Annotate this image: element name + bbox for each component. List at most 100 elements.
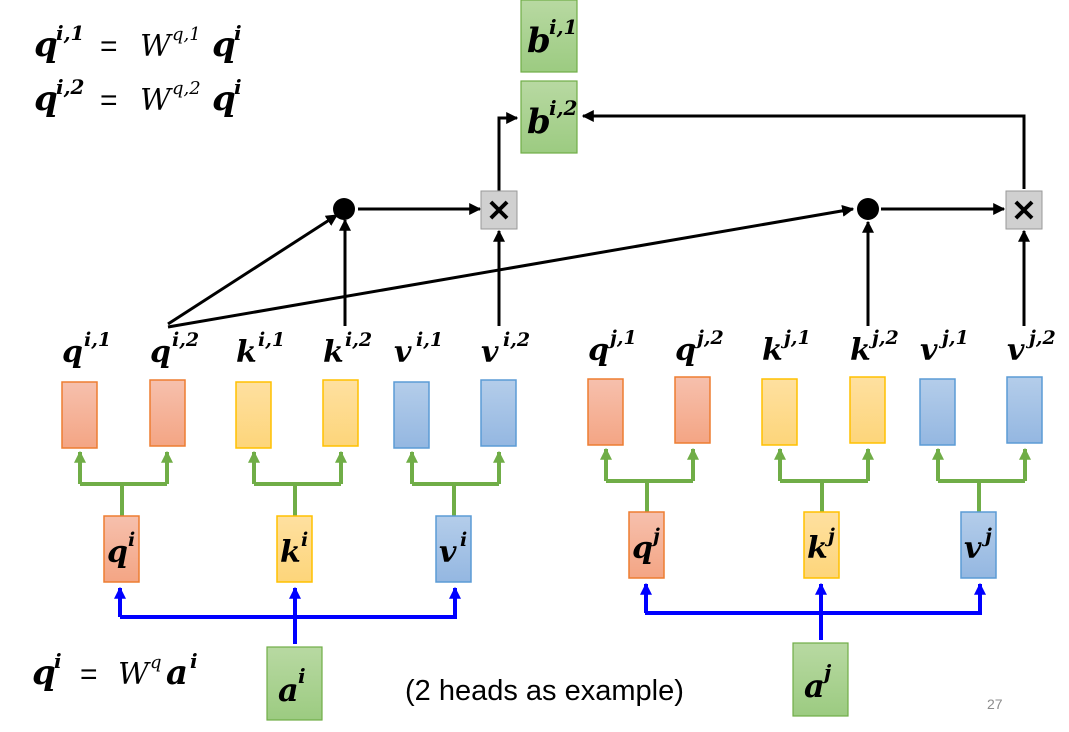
head-vector-box	[674, 376, 711, 444]
head-label-base: q	[675, 333, 696, 368]
eq3-lhs-sup: i	[54, 649, 62, 673]
arrow-q-to-dot1	[167, 213, 339, 326]
head-label-base: v	[1007, 333, 1025, 368]
input-sup: i	[298, 664, 306, 688]
equation-q-i1: q i,1 = W q,1 q i	[34, 21, 242, 65]
split-connections	[74, 447, 1031, 516]
head-vector-box	[1006, 376, 1043, 444]
head-label-sup: i,1	[416, 329, 443, 351]
eq1-lhs: q	[34, 25, 58, 65]
multiply-icon: ✕	[486, 195, 511, 228]
vector-base: k	[280, 535, 301, 570]
head-label-sup: i,2	[345, 329, 372, 351]
dot-product-node-1	[333, 198, 355, 220]
input-base: a	[278, 671, 299, 709]
head-vector-box	[849, 376, 886, 444]
head-label-base: k	[762, 333, 783, 368]
head-label-sup: j,2	[1025, 327, 1056, 349]
head-vector-box	[322, 379, 359, 447]
output-box	[520, 80, 578, 154]
head-label-base: k	[323, 335, 344, 370]
output-base: b	[527, 102, 551, 142]
vector-box	[628, 511, 665, 579]
head-vector-box	[761, 378, 798, 446]
vector-sup: i	[301, 529, 308, 551]
arrow-mult2-to-b	[581, 110, 1026, 189]
head-label-sup: j,1	[606, 327, 637, 349]
eq1-w-sup: q,1	[172, 24, 201, 45]
eq2-w-sup: q,2	[172, 78, 201, 99]
eq2-equals: =	[100, 84, 118, 117]
output-b-i1: b i,1	[520, 0, 578, 73]
vector-sup: i	[460, 529, 467, 551]
arrow-q-to-dot2	[167, 204, 855, 329]
input-box	[266, 646, 323, 721]
vector-base: k	[807, 531, 828, 566]
output-base: b	[527, 21, 551, 61]
equation-q-i2: q i,2 = W q,2 q i	[34, 75, 242, 119]
eq3-w-sup: q	[150, 652, 162, 673]
head-vector-box	[149, 379, 186, 447]
multiply-box	[1005, 190, 1043, 230]
head-label-base: q	[62, 335, 83, 370]
eq3-lhs: q	[32, 653, 56, 693]
vector-sup: j	[824, 525, 835, 547]
input-a-i: a i	[266, 646, 323, 721]
head-label-base: v	[394, 335, 412, 370]
multiply-box	[480, 190, 518, 230]
eq1-w: W	[140, 29, 173, 64]
eq2-lhs-sup: i,2	[56, 75, 85, 99]
vector-box	[276, 515, 313, 583]
head-vector-box	[61, 381, 98, 449]
head-label-base: v	[481, 335, 499, 370]
head-vector-box	[235, 381, 272, 449]
vector-box	[960, 511, 997, 579]
arrow-mult1-to-b	[497, 112, 519, 191]
dot-product-node-2	[857, 198, 879, 220]
output-sup: i,2	[549, 96, 578, 120]
output-box	[520, 0, 578, 73]
output-b-i2: b i,2	[520, 80, 578, 154]
input-connections	[114, 582, 986, 644]
eq3-equals: =	[80, 658, 98, 691]
vector-box	[803, 511, 840, 579]
vector-sup: i	[128, 529, 135, 551]
input-box	[792, 642, 849, 717]
eq1-equals: =	[100, 30, 118, 63]
head-label-base: q	[588, 333, 609, 368]
head-label-base: k	[236, 335, 257, 370]
head-label-sup: j,1	[780, 327, 811, 349]
eq1-lhs-sup: i,1	[56, 21, 84, 45]
page-number: 27	[987, 696, 1003, 712]
eq1-rhs-sup: i	[234, 21, 242, 45]
vector-base: v	[439, 535, 457, 570]
eq2-lhs: q	[34, 79, 58, 119]
eq2-w: W	[140, 83, 173, 118]
head-label-sup: j,2	[868, 327, 899, 349]
head-vector-box	[393, 381, 430, 449]
head-label-sup: i,2	[172, 329, 199, 351]
attention-connections	[167, 110, 1030, 329]
head-label-sup: j,2	[693, 327, 724, 349]
input-a-j: a j	[792, 642, 849, 717]
caption: (2 heads as example)	[405, 675, 684, 707]
vector-base: q	[107, 535, 128, 570]
input-base: a	[804, 667, 825, 705]
eq3-rhs-sup: i	[190, 649, 198, 673]
head-vector-box	[587, 378, 624, 446]
